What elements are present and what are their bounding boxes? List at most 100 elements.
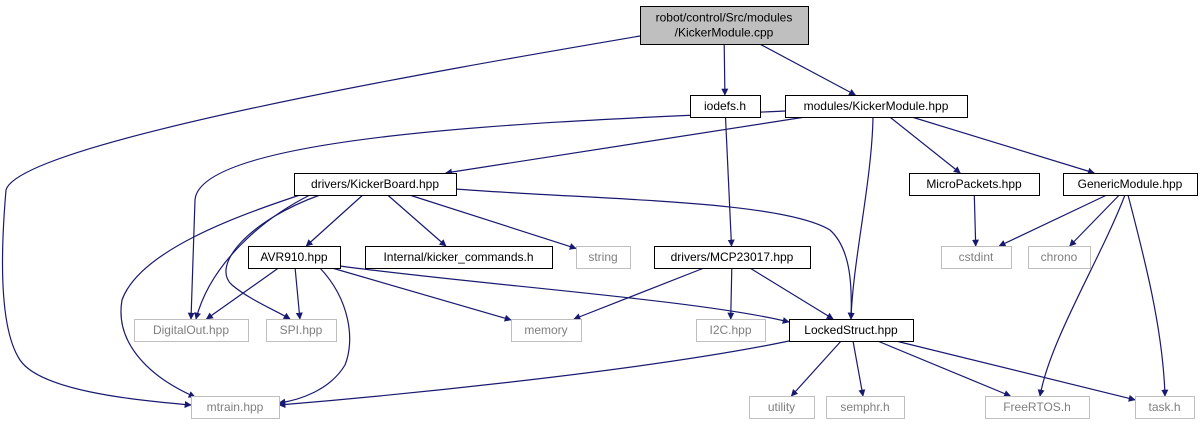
node-box-chrono [1028, 246, 1091, 269]
node-label-memory: memory [524, 323, 567, 337]
edge-kickerboard-to-kicker_commands [387, 194, 447, 247]
node-string[interactable]: string [576, 246, 631, 269]
node-utility[interactable]: utility [749, 396, 815, 419]
node-label-root: /KickerModule.cpp [675, 26, 774, 40]
node-label-kickerboard: drivers/KickerBoard.hpp [311, 177, 439, 191]
node-kicker_commands[interactable]: Internal/kicker_commands.h [365, 246, 553, 269]
node-label-lockedstruct: LockedStruct.hpp [804, 323, 898, 337]
node-label-freertos: FreeRTOS.h [1003, 400, 1071, 414]
node-micropackets[interactable]: MicroPackets.hpp [909, 173, 1040, 196]
node-mtrain[interactable]: mtrain.hpp [191, 396, 280, 419]
node-box-genericmodule [1063, 173, 1198, 196]
node-label-genericmodule: GenericModule.hpp [1078, 177, 1183, 191]
node-label-spi: SPI.hpp [280, 323, 323, 337]
node-box-freertos [985, 396, 1090, 419]
node-root[interactable]: robot/control/Src/modules/KickerModule.c… [640, 6, 809, 45]
edge-mcp23017-to-lockedstruct [749, 267, 834, 320]
edge-avr910-to-spi [294, 267, 303, 320]
node-label-avr910: AVR910.hpp [260, 250, 327, 264]
edge-avr910-to-digitalout [205, 267, 279, 320]
edge-genericmodule-to-chrono [1069, 194, 1120, 247]
node-memory[interactable]: memory [511, 319, 582, 342]
node-label-cstdint: cstdint [959, 250, 994, 264]
node-chrono[interactable]: chrono [1028, 246, 1091, 269]
edge-kickerboard-to-lockedstruct [454, 188, 855, 320]
node-spi[interactable]: SPI.hpp [266, 319, 337, 342]
node-kickerboard[interactable]: drivers/KickerBoard.hpp [294, 173, 457, 196]
node-box-kickermodule_hpp [785, 95, 968, 118]
edge-kickerboard-to-mtrain [120, 194, 301, 398]
edge-kickerboard-to-avr910 [305, 194, 364, 247]
node-cstdint[interactable]: cstdint [941, 246, 1012, 269]
node-label-string: string [588, 250, 617, 264]
edge-mcp23017-to-i2c [727, 267, 735, 320]
edge-mcp23017-to-memory [573, 267, 705, 320]
node-box-root [640, 6, 809, 45]
edge-lockedstruct-to-task [895, 340, 1136, 402]
node-box-task [1135, 396, 1195, 419]
edge-avr910-to-memory [331, 267, 512, 322]
edge-root-to-iodefs [721, 43, 729, 96]
node-mcp23017[interactable]: drivers/MCP23017.hpp [654, 246, 811, 269]
node-iodefs[interactable]: iodefs.h [690, 95, 761, 118]
edge-kickerboard-to-string [409, 194, 577, 250]
node-box-spi [266, 319, 337, 342]
node-box-mcp23017 [654, 246, 811, 269]
node-label-task: task.h [1148, 400, 1180, 414]
node-label-micropackets: MicroPackets.hpp [926, 177, 1022, 191]
node-box-mtrain [191, 396, 280, 419]
node-semphr[interactable]: semphr.h [826, 396, 905, 419]
edge-kickermodule_hpp-to-digitalout [187, 110, 786, 320]
node-label-mtrain: mtrain.hpp [207, 400, 264, 414]
edge-micropackets-to-cstdint [972, 194, 980, 247]
edge-avr910-to-lockedstruct [339, 265, 790, 324]
node-lockedstruct[interactable]: LockedStruct.hpp [789, 319, 914, 342]
node-box-kickerboard [294, 173, 457, 196]
node-label-kicker_commands: Internal/kicker_commands.h [383, 250, 533, 264]
node-label-i2c: I2C.hpp [709, 323, 751, 337]
edge-lockedstruct-to-semphr [852, 340, 866, 397]
edge-lockedstruct-to-freertos [877, 340, 1012, 397]
node-label-utility: utility [768, 400, 795, 414]
node-task[interactable]: task.h [1135, 396, 1195, 419]
node-label-iodefs: iodefs.h [704, 99, 746, 113]
edge-kickermodule_hpp-to-kickerboard [445, 116, 806, 176]
edge-avr910-to-mtrain [278, 267, 351, 406]
edge-root-to-kickermodule_hpp [759, 43, 857, 96]
node-digitalout[interactable]: DigitalOut.hpp [134, 319, 249, 342]
edge-lockedstruct-to-utility [790, 340, 842, 397]
nodes-layer: robot/control/Src/modules/KickerModule.c… [134, 6, 1198, 419]
edge-kickerboard-to-digitalout [194, 194, 311, 320]
node-box-micropackets [909, 173, 1040, 196]
node-box-cstdint [941, 246, 1012, 269]
edge-genericmodule-to-freertos [1037, 194, 1126, 397]
node-box-string [576, 246, 631, 269]
node-kickermodule_hpp[interactable]: modules/KickerModule.hpp [785, 95, 968, 118]
node-box-memory [511, 319, 582, 342]
node-box-iodefs [690, 95, 761, 118]
edge-kickermodule_hpp-to-micropackets [889, 116, 961, 174]
node-box-avr910 [248, 246, 341, 269]
edge-genericmodule-to-cstdint [998, 194, 1108, 247]
node-label-digitalout: DigitalOut.hpp [153, 323, 229, 337]
edge-root-to-mtrain [1, 35, 641, 408]
node-label-mcp23017: drivers/MCP23017.hpp [671, 250, 794, 264]
node-box-i2c [696, 319, 766, 342]
node-label-root: robot/control/Src/modules [656, 11, 793, 25]
node-box-semphr [826, 396, 905, 419]
node-i2c[interactable]: I2C.hpp [696, 319, 766, 342]
node-box-utility [749, 396, 815, 419]
node-box-lockedstruct [789, 319, 914, 342]
node-label-chrono: chrono [1041, 250, 1078, 264]
node-box-kicker_commands [365, 246, 553, 269]
node-genericmodule[interactable]: GenericModule.hpp [1063, 173, 1198, 196]
edge-genericmodule-to-task [1127, 194, 1169, 397]
node-avr910[interactable]: AVR910.hpp [248, 246, 341, 269]
edge-iodefs-to-mcp23017 [724, 116, 735, 247]
edge-kickermodule_hpp-to-genericmodule [911, 116, 1095, 175]
edge-lockedstruct-to-mtrain [278, 340, 790, 408]
node-box-digitalout [134, 319, 249, 342]
node-freertos[interactable]: FreeRTOS.h [985, 396, 1090, 419]
edge-kickermodule_hpp-to-lockedstruct [847, 116, 874, 320]
